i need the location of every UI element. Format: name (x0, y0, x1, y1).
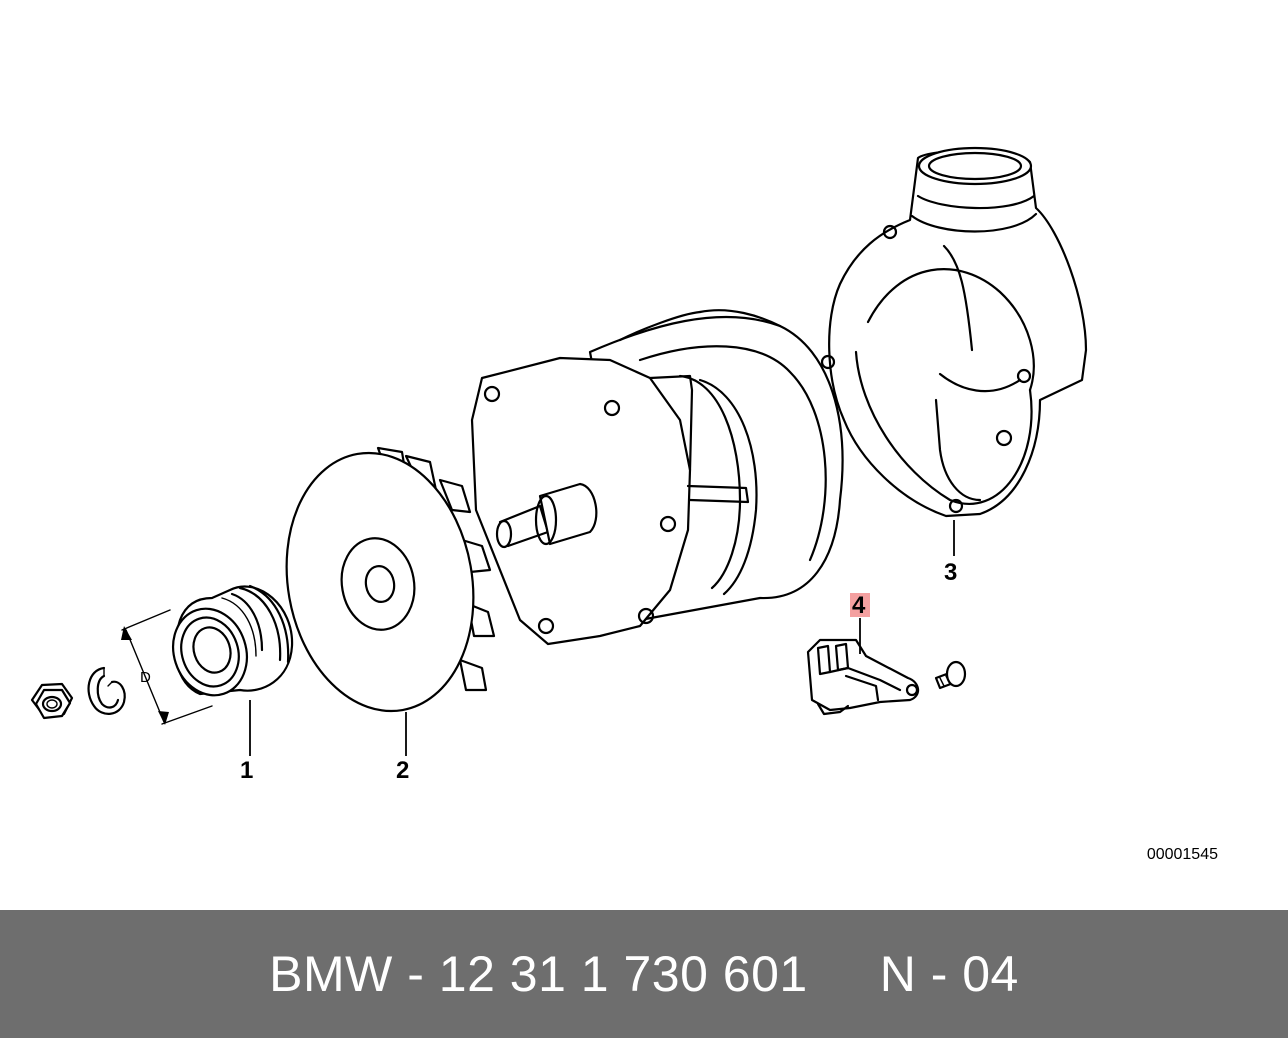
part-1-pulley: 1 (172, 584, 294, 784)
callout-4-highlight (850, 593, 870, 617)
footer-part-number: BMW - 12 31 1 730 601 (269, 946, 808, 1002)
spring-washer (87, 666, 126, 715)
part-3-housing: 3 (820, 146, 1088, 586)
dimension-label: D (140, 669, 151, 686)
part-4-regulator: 4 (806, 592, 967, 716)
alternator-body (470, 309, 844, 646)
callout-3: 3 (944, 559, 957, 586)
footer-position-code: N - 04 (879, 946, 1019, 1002)
footer-text: BMW - 12 31 1 730 601 N - 04 (269, 945, 1019, 1003)
callout-2: 2 (396, 757, 409, 784)
part-2-fan: 2 (285, 446, 496, 784)
exploded-parts-diagram: D 1 2 (30, 146, 1088, 784)
footer-bar: BMW - 12 31 1 730 601 N - 04 (0, 910, 1288, 1038)
hex-nut (30, 682, 74, 720)
drawing-number: 00001545 (1146, 846, 1218, 863)
dimension-d: D (121, 609, 213, 725)
callout-1: 1 (240, 757, 253, 784)
callout-4: 4 (852, 592, 866, 619)
